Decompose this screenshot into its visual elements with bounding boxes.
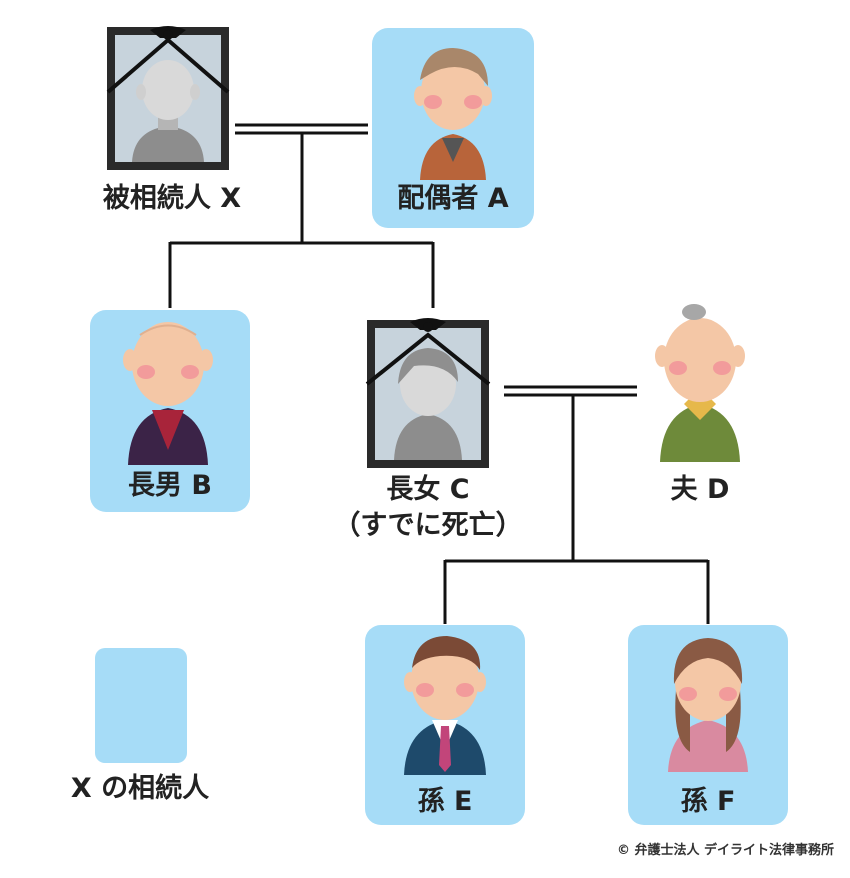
spouse-a-label: 配偶者 A: [372, 183, 534, 215]
decedent-x-portrait: [107, 26, 229, 170]
daughter-c-portrait: [367, 318, 489, 468]
husband-d-figure: [655, 304, 745, 462]
copyright-text: © 弁護士法人 デイライト法律事務所: [617, 839, 834, 858]
daughter-c-label: 長女 C: [338, 474, 518, 506]
daughter-c-note: （すでに死亡）: [318, 510, 538, 542]
legend-label: X の相続人: [50, 773, 230, 805]
decedent-x-label: 被相続人 X: [82, 183, 262, 215]
legend-box: [95, 648, 187, 763]
marriage-line-x-a: [235, 125, 368, 133]
grandchild-f-figure: [668, 638, 748, 772]
grandchild-e-label: 孫 E: [365, 786, 525, 818]
marriage-line-c-d: [504, 387, 637, 395]
grandchild-f-label: 孫 F: [628, 786, 788, 818]
husband-d-label: 夫 D: [630, 474, 770, 506]
son-b-label: 長男 B: [90, 470, 250, 502]
